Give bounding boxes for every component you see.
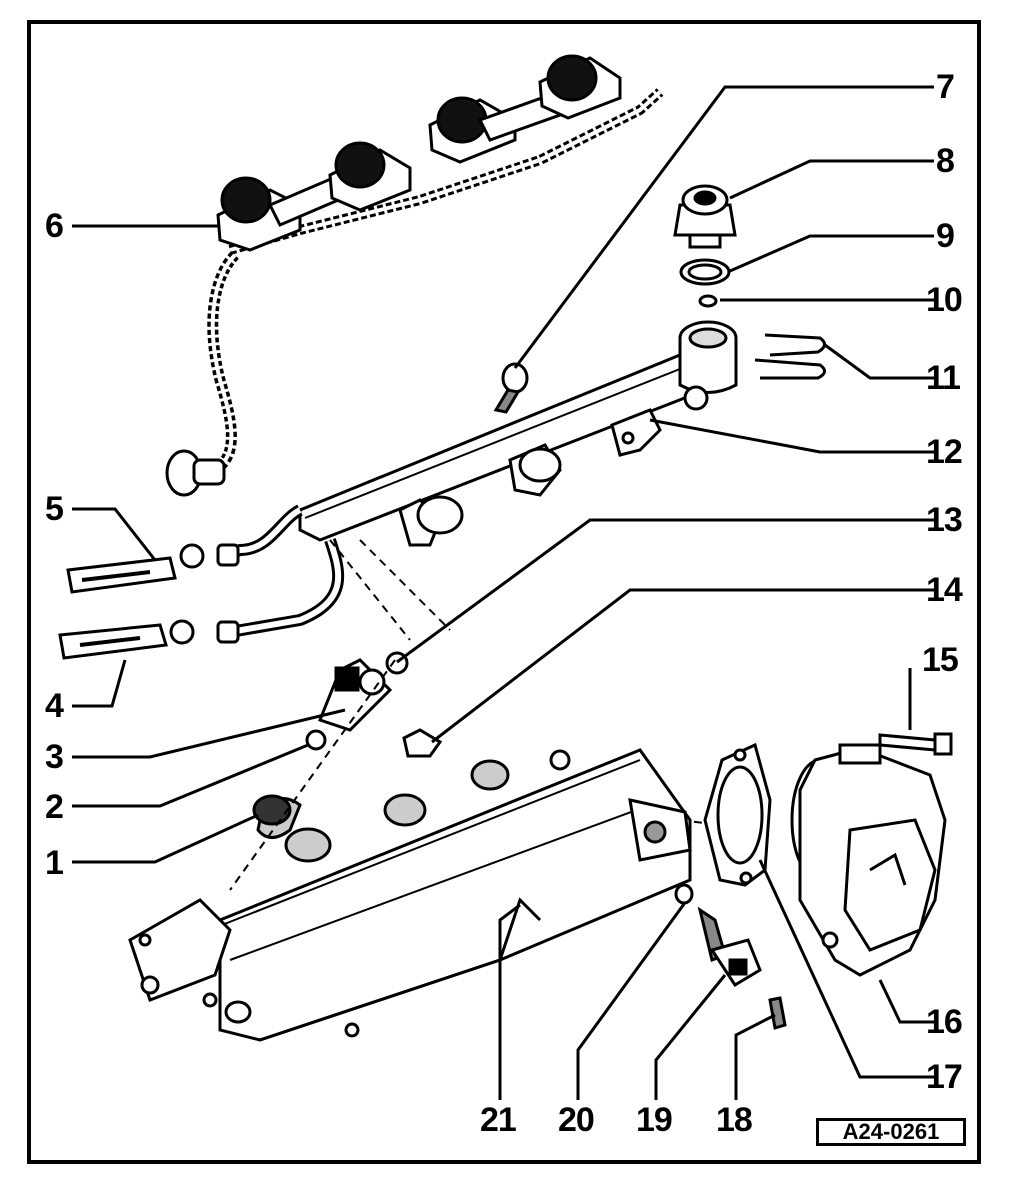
coil-4	[538, 54, 622, 120]
part-21-intake-manifold	[128, 748, 692, 1042]
callout-18: 18	[716, 1101, 753, 1139]
callout-3: 3	[45, 738, 64, 776]
callout-8: 8	[936, 142, 955, 180]
callout-16: 16	[926, 1003, 963, 1041]
part-17-gasket	[703, 742, 772, 887]
callout-5: 5	[45, 490, 64, 528]
flow-arrow-sleeves	[58, 556, 177, 660]
hose-clamps	[169, 543, 205, 645]
sensor-parts	[674, 883, 787, 1030]
callout-10: 10	[926, 281, 963, 319]
callout-21: 21	[480, 1101, 517, 1139]
callout-4: 4	[45, 687, 64, 725]
pressure-regulator-parts	[673, 184, 737, 308]
callout-2: 2	[45, 788, 64, 826]
fuel-rail-assembly	[216, 320, 738, 644]
callout-17: 17	[926, 1058, 963, 1096]
callout-20: 20	[558, 1101, 595, 1139]
leader-lines	[72, 85, 934, 1100]
callout-6: 6	[45, 207, 64, 245]
callout-11: 11	[926, 359, 961, 397]
callout-15: 15	[922, 641, 959, 679]
callout-1: 1	[45, 844, 64, 882]
callout-9: 9	[936, 217, 955, 255]
callout-12: 12	[926, 433, 963, 471]
part-11-retaining-clip	[754, 333, 826, 380]
callout-13: 13	[926, 501, 963, 539]
part-16-throttle-body	[790, 743, 947, 977]
part-6-wiring-harness	[165, 54, 664, 497]
callout-19: 19	[636, 1101, 673, 1139]
diagram-border	[27, 20, 981, 1164]
callout-7: 7	[936, 68, 955, 106]
figure-reference-code: A24-0261	[816, 1118, 966, 1146]
coil-2	[328, 141, 412, 212]
assembly-guide-lines	[229, 539, 761, 891]
part-15-bolt	[878, 732, 953, 756]
callout-14: 14	[926, 571, 963, 609]
